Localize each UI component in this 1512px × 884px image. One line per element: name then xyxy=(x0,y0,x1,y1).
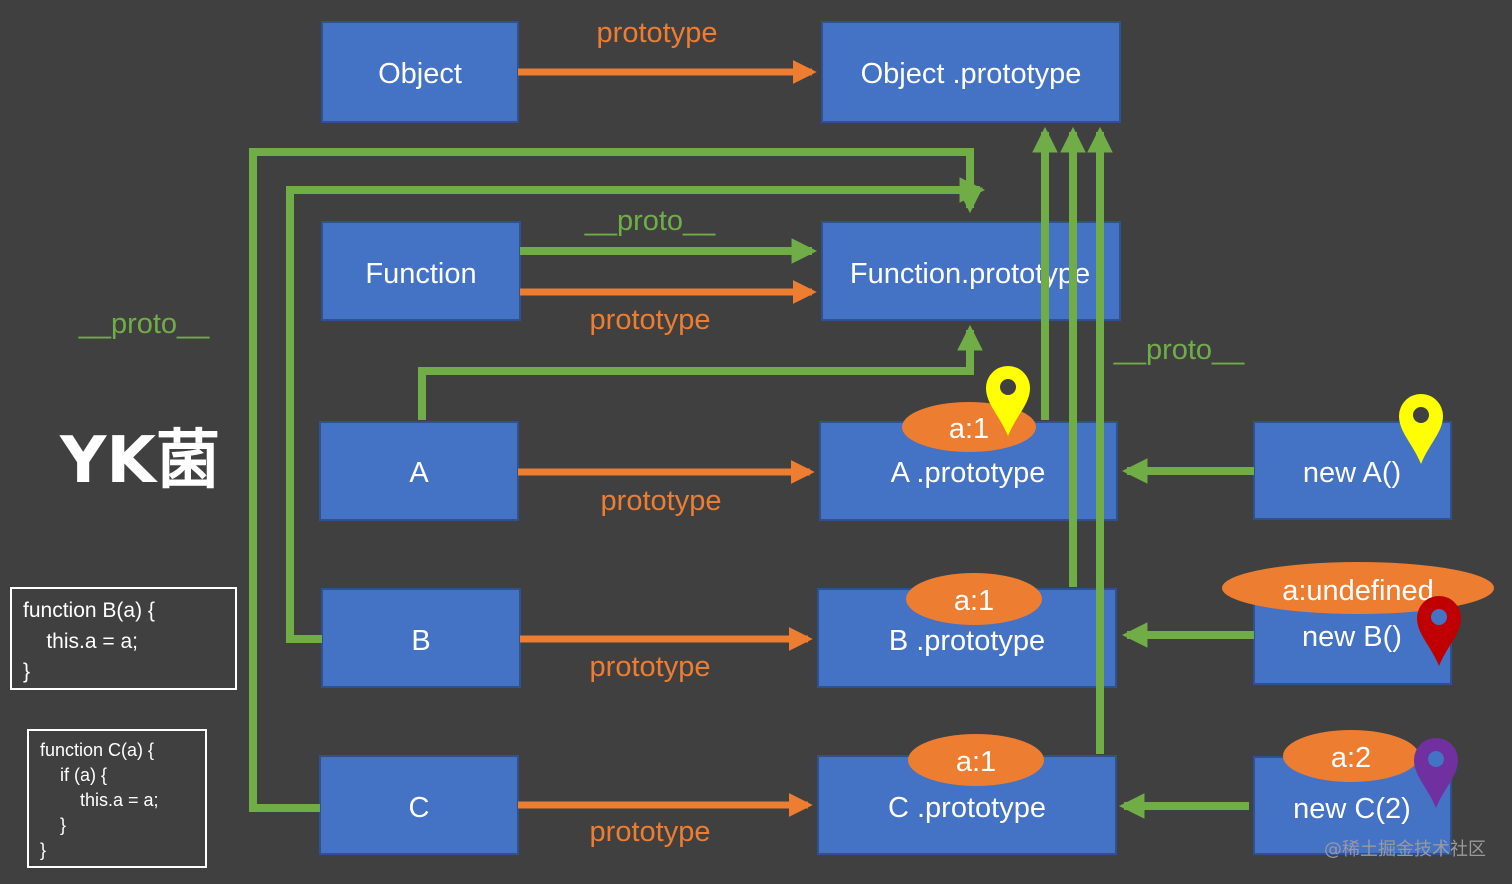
c-prototype-value: a:1 xyxy=(956,746,996,778)
new-b-label: new B() xyxy=(1302,621,1402,653)
code-c-line-4: } xyxy=(40,815,66,835)
map-pin-icon-yellow-new-a xyxy=(1399,394,1443,464)
code-c-line-2: if (a) { xyxy=(40,765,107,785)
c-prototype-value-ellipse: a:1 xyxy=(908,734,1044,786)
code-box-b: function B(a) { this.a = a; } xyxy=(10,587,237,690)
prototype-label-a: prototype xyxy=(601,485,722,517)
map-pin-icon-red-new-b xyxy=(1417,596,1461,666)
new-b-value: a:undefined xyxy=(1282,575,1434,607)
b-label: B xyxy=(411,625,430,657)
a-proto-arrow xyxy=(418,324,983,420)
code-c-line-3: this.a = a; xyxy=(40,790,159,810)
object-box: Object xyxy=(321,21,519,123)
c-label: C xyxy=(409,792,430,824)
new-c-value-ellipse: a:2 xyxy=(1283,730,1419,782)
map-pin-icon-purple-new-c xyxy=(1414,738,1458,808)
code-b-line-1: function B(a) { xyxy=(23,599,155,622)
proto-label-function: __proto__ xyxy=(584,205,716,237)
new-a-label: new A() xyxy=(1303,457,1401,489)
a-box: A xyxy=(319,421,519,521)
new-c-label: new C(2) xyxy=(1293,793,1411,825)
function-box: Function xyxy=(321,221,521,321)
object-prototype-label: Object .prototype xyxy=(861,58,1082,90)
b-prototype-value: a:1 xyxy=(954,585,994,617)
a-prototype-value: a:1 xyxy=(949,413,989,445)
c-box: C xyxy=(319,755,519,855)
proto-label-right: __proto__ xyxy=(1113,334,1245,366)
b-box: B xyxy=(321,588,521,688)
b-proto-arrow xyxy=(286,177,986,643)
new-a-box: new A() xyxy=(1253,421,1452,520)
map-pin-icon-yellow-a-prototype xyxy=(986,366,1030,436)
function-label: Function xyxy=(365,258,476,290)
prototype-label-b: prototype xyxy=(590,651,711,683)
watermark: @稀土掘金技术社区 xyxy=(1324,839,1486,860)
code-c-line-1: function C(a) { xyxy=(40,740,154,760)
object-label: Object xyxy=(378,58,462,90)
a-prototype-label: A .prototype xyxy=(891,457,1046,489)
prototype-label-function: prototype xyxy=(590,304,711,336)
code-b-line-3: } xyxy=(23,660,30,683)
code-box-c: function C(a) { if (a) { this.a = a; } } xyxy=(27,729,207,868)
c-proto-arrow xyxy=(249,148,983,812)
prototype-label-c: prototype xyxy=(590,816,711,848)
b-prototype-value-ellipse: a:1 xyxy=(906,573,1042,625)
new-c-value: a:2 xyxy=(1331,742,1371,774)
code-c-line-5: } xyxy=(40,840,46,860)
a-label: A xyxy=(409,457,429,489)
yk-logo: YK菌 xyxy=(59,424,220,498)
code-b-line-2: this.a = a; xyxy=(23,630,138,653)
b-prototype-label: B .prototype xyxy=(889,625,1045,657)
prototype-label-object: prototype xyxy=(597,17,718,49)
function-prototype-label: Function.prototype xyxy=(850,258,1090,290)
a-prototype-box: A .prototype xyxy=(819,421,1118,521)
proto-label-left: __proto__ xyxy=(78,308,210,340)
object-prototype-box: Object .prototype xyxy=(821,21,1121,123)
c-prototype-label: C .prototype xyxy=(888,792,1046,824)
